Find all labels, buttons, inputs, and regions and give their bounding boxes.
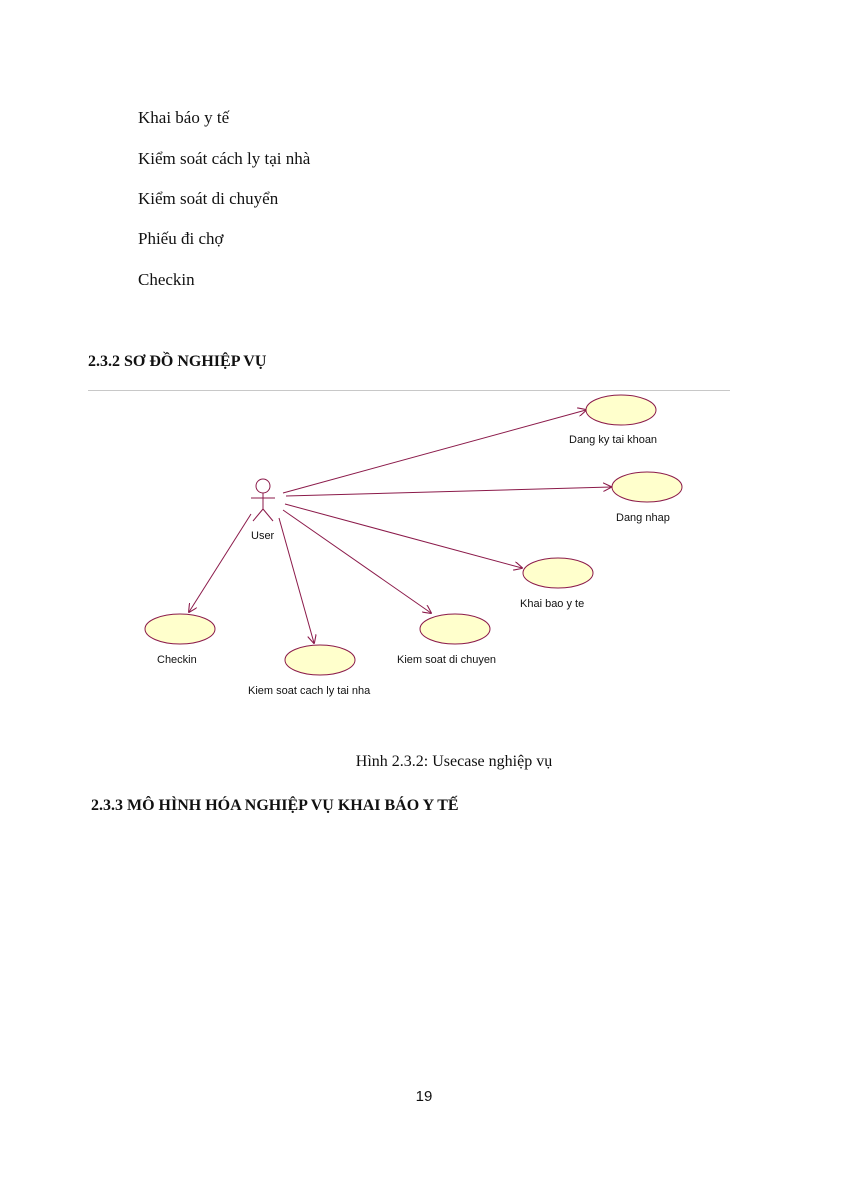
usecase-diagram: User Dang ky tai khoan Dang nhap Khai ba… — [144, 394, 683, 697]
usecase-dang-nhap — [611, 471, 683, 503]
figure-divider — [88, 390, 730, 391]
list-item: Khai báo y tế — [138, 108, 230, 127]
association-checkin — [189, 513, 252, 612]
usecase-dang-ky-tai-khoan — [585, 394, 657, 426]
list-item: Checkin — [138, 270, 195, 289]
page-number: 19 — [415, 1088, 433, 1105]
section-heading-2-3-2: 2.3.2 SƠ ĐỒ NGHIỆP VỤ — [88, 353, 267, 370]
list-item: Kiểm soát cách ly tại nhà — [138, 149, 311, 168]
usecase-khai-bao-y-te — [522, 557, 594, 589]
usecase-checkin — [144, 613, 216, 645]
usecase-kiem-soat-cach-ly — [284, 644, 356, 676]
usecase-kiem-soat-di-chuyen — [419, 613, 491, 645]
actor-user — [251, 478, 275, 522]
usecase-label: Checkin — [157, 654, 197, 666]
usecase-label: Dang nhap — [616, 512, 670, 524]
usecase-label: Kiem soat cach ly tai nha — [248, 685, 371, 697]
list-item: Kiểm soát di chuyển — [138, 189, 279, 208]
usecase-label: Kiem soat di chuyen — [397, 654, 496, 666]
list-item: Phiếu đi chợ — [138, 229, 224, 248]
association-dang-nhap — [285, 487, 611, 497]
association-cach-ly — [278, 517, 314, 643]
association-kiem-soat-di-chuyen — [282, 509, 431, 613]
association-khai-bao — [284, 503, 522, 568]
usecase-label: Dang ky tai khoan — [569, 434, 657, 446]
actor-label: User — [251, 530, 275, 542]
usecase-label: Khai bao y te — [520, 598, 584, 610]
association-dang-ky — [282, 410, 586, 494]
section-heading-2-3-3: 2.3.3 MÔ HÌNH HÓA NGHIỆP VỤ KHAI BÁO Y T… — [91, 797, 459, 814]
figure-caption: Hình 2.3.2: Usecase nghiệp vụ — [355, 753, 553, 770]
